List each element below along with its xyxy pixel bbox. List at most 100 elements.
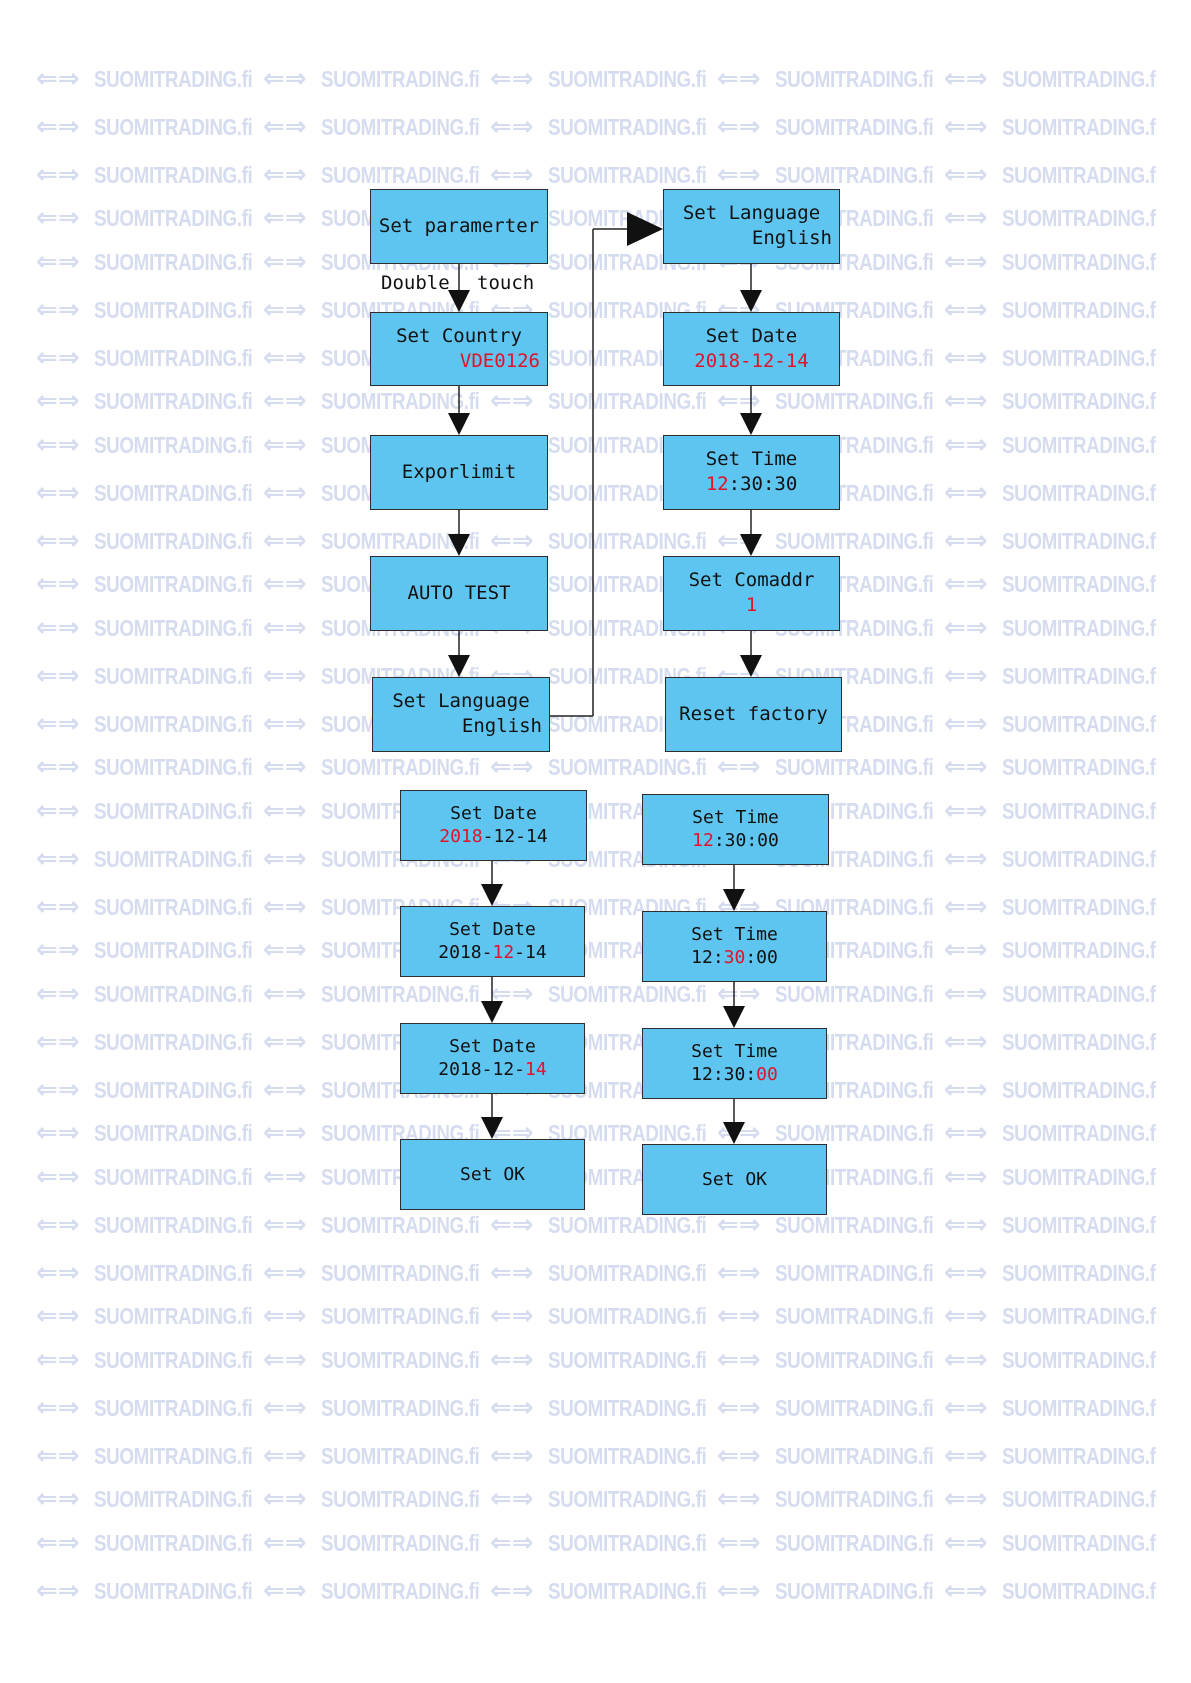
watermark-tile: ⇐⇒SUOMITRADING.fi bbox=[36, 199, 263, 239]
watermark-logo-icon: ⇐⇒ bbox=[944, 160, 988, 190]
watermark-logo-icon: ⇐⇒ bbox=[490, 526, 534, 556]
watermark-logo-icon: ⇐⇒ bbox=[36, 1393, 80, 1423]
watermark-logo-icon: ⇐⇒ bbox=[490, 64, 534, 94]
watermark-logo-icon: ⇐⇒ bbox=[36, 526, 80, 556]
arrow-time-step3-to-ok-head bbox=[723, 1122, 745, 1144]
watermark-logo-icon: ⇐⇒ bbox=[490, 1528, 534, 1558]
watermark-tile: ⇐⇒SUOMITRADING.fi bbox=[717, 1572, 944, 1612]
set-date-box: Set Date 2018-12-14 bbox=[663, 312, 840, 386]
watermark-brand: SUOMITRADING.fi bbox=[548, 1486, 707, 1512]
watermark-logo-icon: ⇐⇒ bbox=[36, 203, 80, 233]
watermark-brand: SUOMITRADING.fi bbox=[94, 798, 253, 824]
watermark-brand: SUOMITRADING.fi bbox=[94, 615, 253, 641]
watermark-logo-icon: ⇐⇒ bbox=[36, 1210, 80, 1240]
date-ok-box: Set OK bbox=[400, 1139, 585, 1210]
time-step3-hour: 12:30: bbox=[691, 1064, 757, 1085]
watermark-brand: SUOMITRADING.fi bbox=[775, 1212, 934, 1238]
watermark-brand: SUOMITRADING.fi bbox=[1002, 1486, 1156, 1512]
watermark-logo-icon: ⇐⇒ bbox=[263, 1393, 307, 1423]
watermark-logo-icon: ⇐⇒ bbox=[944, 203, 988, 233]
watermark-brand: SUOMITRADING.fi bbox=[1002, 1443, 1156, 1469]
watermark-brand: SUOMITRADING.fi bbox=[321, 114, 480, 140]
watermark-logo-icon: ⇐⇒ bbox=[263, 892, 307, 922]
watermark-logo-icon: ⇐⇒ bbox=[263, 64, 307, 94]
watermark-logo-icon: ⇐⇒ bbox=[36, 796, 80, 826]
watermark-brand: SUOMITRADING.fi bbox=[94, 480, 253, 506]
watermark-tile: ⇐⇒SUOMITRADING.fi bbox=[490, 1206, 717, 1246]
watermark-tile: ⇐⇒SUOMITRADING.fi bbox=[717, 1341, 944, 1381]
watermark-brand: SUOMITRADING.fi bbox=[1002, 249, 1156, 275]
watermark-tile: ⇐⇒SUOMITRADING.fi bbox=[490, 1437, 717, 1477]
watermark-logo-icon: ⇐⇒ bbox=[490, 160, 534, 190]
time-step2-minute: 30 bbox=[723, 947, 746, 968]
watermark-logo-icon: ⇐⇒ bbox=[263, 1484, 307, 1514]
date-step2-text: Set Date bbox=[449, 919, 536, 940]
set-comaddr-text: Set Comaddr bbox=[688, 569, 815, 591]
watermark-logo-icon: ⇐⇒ bbox=[944, 1118, 988, 1148]
watermark-tile: ⇐⇒SUOMITRADING.fi bbox=[944, 1437, 1156, 1477]
watermark-tile: ⇐⇒SUOMITRADING.fi bbox=[944, 609, 1156, 649]
watermark-tile: ⇐⇒SUOMITRADING.fi bbox=[944, 1572, 1156, 1612]
date-step1-box: Set Date 2018-12-14 bbox=[400, 790, 587, 861]
watermark-tile: ⇐⇒SUOMITRADING.fi bbox=[717, 60, 944, 100]
watermark-tile: ⇐⇒SUOMITRADING.fi bbox=[36, 1341, 263, 1381]
watermark-logo-icon: ⇐⇒ bbox=[36, 661, 80, 691]
watermark-tile: ⇐⇒SUOMITRADING.fi bbox=[944, 1524, 1156, 1564]
watermark-brand: SUOMITRADING.fi bbox=[775, 388, 934, 414]
watermark-tile: ⇐⇒ SUOMITRADING.fi bbox=[36, 1389, 263, 1429]
watermark-brand: SUOMITRADING.fi bbox=[548, 1578, 707, 1604]
watermark-logo-icon: ⇐⇒ bbox=[263, 1118, 307, 1148]
watermark-brand: SUOMITRADING.fi bbox=[548, 1347, 707, 1373]
watermark-tile: ⇐⇒SUOMITRADING.fi bbox=[944, 474, 1156, 514]
watermark-tile: ⇐⇒SUOMITRADING.fi bbox=[263, 1297, 490, 1337]
watermark-tile: ⇐⇒SUOMITRADING.fi bbox=[944, 888, 1156, 928]
arrow-time-step1-to-step2-head bbox=[723, 889, 745, 911]
watermark-logo-icon: ⇐⇒ bbox=[36, 1441, 80, 1471]
watermark-brand: SUOMITRADING.fi bbox=[94, 162, 253, 188]
watermark-tile: ⇐⇒SUOMITRADING.fi bbox=[717, 1524, 944, 1564]
language-left-value: English bbox=[461, 715, 542, 737]
watermark-tile: ⇐⇒SUOMITRADING.fi bbox=[944, 243, 1156, 283]
watermark-tile: ⇐⇒SUOMITRADING.fi bbox=[717, 382, 944, 422]
watermark-brand: SUOMITRADING.fi bbox=[94, 981, 253, 1007]
watermark-brand: SUOMITRADING.fi bbox=[548, 981, 707, 1007]
watermark-tile: ⇐⇒SUOMITRADING.fi bbox=[944, 339, 1156, 379]
watermark-tile: ⇐⇒SUOMITRADING.fi bbox=[263, 1206, 490, 1246]
watermark-brand: SUOMITRADING.fi bbox=[1002, 1120, 1156, 1146]
watermark-brand: SUOMITRADING.fi bbox=[548, 1212, 707, 1238]
watermark-tile: ⇐⇒SUOMITRADING.fi bbox=[36, 1071, 263, 1111]
time-step2-rest: :00 bbox=[745, 947, 778, 968]
watermark-tile: ⇐⇒SUOMITRADING.fi bbox=[944, 792, 1156, 832]
watermark-tile: ⇐⇒SUOMITRADING.fi bbox=[36, 609, 263, 649]
watermark-logo-icon: ⇐⇒ bbox=[717, 1484, 761, 1514]
watermark-brand: SUOMITRADING.fi bbox=[94, 846, 253, 872]
language-right-value: English bbox=[751, 227, 832, 249]
watermark-tile: ⇐⇒SUOMITRADING.fi bbox=[717, 1254, 944, 1294]
watermark-logo-icon: ⇐⇒ bbox=[944, 430, 988, 460]
watermark-tile: ⇐⇒SUOMITRADING.fi bbox=[36, 748, 263, 788]
watermark-logo-icon: ⇐⇒ bbox=[36, 1484, 80, 1514]
country-value: VDE0126 bbox=[459, 350, 540, 372]
watermark-brand: SUOMITRADING.fi bbox=[321, 66, 480, 92]
watermark-tile: ⇐⇒SUOMITRADING.fi bbox=[36, 108, 263, 148]
watermark-logo-icon: ⇐⇒ bbox=[36, 892, 80, 922]
watermark-brand: SUOMITRADING.fi bbox=[94, 1395, 253, 1421]
watermark-brand: SUOMITRADING.fi bbox=[94, 345, 253, 371]
watermark-brand: SUOMITRADING.fi bbox=[548, 1260, 707, 1286]
watermark-brand: SUOMITRADING.fi bbox=[321, 1395, 480, 1421]
watermark-tile: ⇐⇒SUOMITRADING.fi bbox=[944, 565, 1156, 605]
watermark-tile: ⇐⇒SUOMITRADING.fi bbox=[36, 1437, 263, 1477]
time-rest-value: :30:30 bbox=[728, 473, 798, 495]
watermark-brand: SUOMITRADING.fi bbox=[548, 1530, 707, 1556]
watermark-tile: ⇐⇒ SUOMITRADING.fi bbox=[263, 1389, 490, 1429]
date-ok-text: Set OK bbox=[459, 1164, 526, 1185]
watermark-logo-icon: ⇐⇒ bbox=[36, 343, 80, 373]
watermark-brand: SUOMITRADING.fi bbox=[321, 754, 480, 780]
time-step3-box: Set Time 12:30:00 bbox=[642, 1028, 827, 1099]
watermark-brand: SUOMITRADING.fi bbox=[775, 981, 934, 1007]
watermark-tile: ⇐⇒SUOMITRADING.fi bbox=[263, 108, 490, 148]
watermark-brand: SUOMITRADING.fi bbox=[1002, 345, 1156, 371]
watermark-logo-icon: ⇐⇒ bbox=[36, 1258, 80, 1288]
watermark-brand: SUOMITRADING.fi bbox=[1002, 297, 1156, 323]
